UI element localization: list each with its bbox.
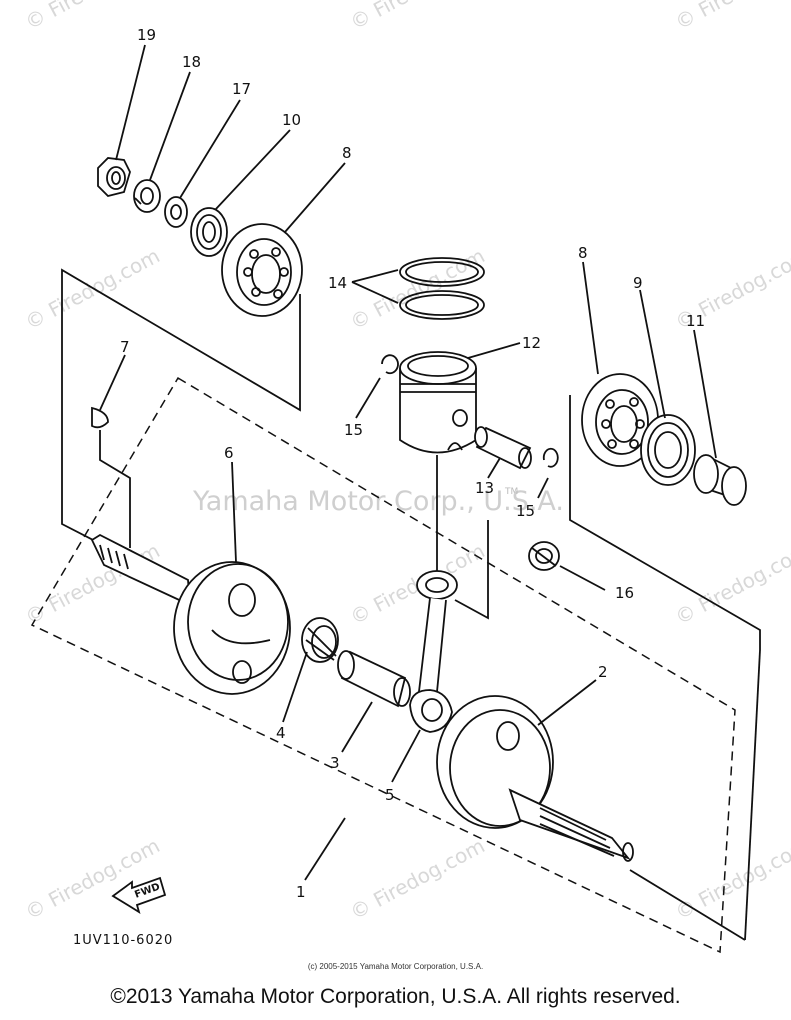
callout-5: 5 (385, 786, 395, 804)
leader-8-left (284, 162, 346, 233)
footer-copyright: ©2013 Yamaha Motor Corporation, U.S.A. A… (110, 985, 681, 1008)
leader-19 (115, 44, 146, 161)
piston-rings-14 (399, 257, 485, 320)
piston-12 (399, 351, 477, 454)
fwd-arrow-icon (111, 876, 167, 914)
center-watermark: Yamaha Motor Corp., U.S.A. (192, 486, 564, 517)
watermark: © Firedog.com (671, 0, 791, 34)
crank-left-6 (90, 533, 291, 695)
watermark: © Firedog.com (671, 538, 791, 629)
leader-15-b (537, 477, 549, 499)
callout-15-b: 15 (516, 502, 535, 520)
callout-12: 12 (522, 334, 541, 352)
leader-1 (304, 817, 346, 881)
leader-11 (693, 329, 717, 459)
callout-3: 3 (330, 754, 340, 772)
callout-14: 14 (328, 274, 347, 292)
leader-bracket-right (569, 395, 761, 650)
leader-bracket-left (61, 268, 301, 561)
leader-8-right (582, 261, 599, 375)
connecting-rod-5 (409, 570, 458, 733)
callout-2: 2 (598, 663, 608, 681)
circlip-15-b (542, 447, 559, 468)
piston-pin-13 (474, 426, 532, 470)
leader-12 (467, 342, 521, 359)
leader-shaft-end (629, 869, 746, 941)
crankshaft-assembly-outline (30, 376, 736, 954)
collar-11 (693, 454, 747, 506)
leader-10 (214, 129, 291, 211)
callout-8-right: 8 (578, 244, 588, 262)
leader-14-a (351, 269, 399, 283)
nut-19 (97, 157, 131, 197)
needle-bearing-16 (528, 541, 560, 571)
watermark: © Firedog.com (346, 0, 489, 34)
leader-pin-rod (454, 520, 489, 620)
lock-washer-18 (133, 179, 161, 213)
leader-13 (487, 457, 501, 479)
callout-16: 16 (615, 584, 634, 602)
leader-16 (559, 565, 606, 591)
oil-seal-9 (640, 414, 696, 486)
callout-19: 19 (137, 26, 156, 44)
leader-17 (179, 99, 241, 199)
circlip-15-a (381, 354, 399, 375)
footer-small-copyright: (c) 2005-2015 Yamaha Motor Corporation, … (307, 962, 484, 971)
bearing-8-left (221, 223, 303, 317)
callout-numbers: 19 18 17 10 8 14 12 7 15 8 9 11 6 13 15 … (120, 26, 705, 901)
leader-18 (149, 71, 191, 181)
watermark: © Firedog.com (21, 833, 164, 924)
watermark: © Firedog.com (346, 833, 489, 924)
callout-8-left: 8 (342, 144, 352, 162)
drawing-layer (30, 44, 761, 954)
leader-4 (282, 651, 308, 723)
trademark-mark: TM (504, 487, 518, 497)
callout-17: 17 (232, 80, 251, 98)
leader-bracket-right-lower (744, 649, 761, 941)
crank-bearing-4 (301, 617, 339, 663)
part-code: 1UV110-6020 (73, 933, 173, 948)
leader-key (99, 430, 131, 548)
bearing-8-right (581, 373, 659, 467)
oil-seal-10 (190, 207, 228, 257)
leader-7 (99, 354, 126, 411)
leader-5 (391, 729, 421, 783)
leader-15-a (355, 377, 381, 419)
leader-6 (231, 461, 237, 563)
callout-4: 4 (276, 724, 286, 742)
callout-1: 1 (296, 883, 306, 901)
leader-9 (639, 289, 666, 419)
callout-9: 9 (633, 274, 643, 292)
watermark: © Firedog.com (671, 833, 791, 924)
callout-6: 6 (224, 444, 234, 462)
crank-pin-3 (337, 650, 411, 708)
callout-13: 13 (475, 479, 494, 497)
leader-2 (537, 679, 597, 726)
callout-18: 18 (182, 53, 201, 71)
leader-14-b (351, 281, 399, 304)
woodruff-key-7 (91, 406, 109, 429)
callout-11: 11 (686, 312, 705, 330)
watermark: © Firedog.com (21, 538, 164, 629)
callout-10: 10 (282, 111, 301, 129)
callout-7: 7 (120, 338, 130, 356)
washer-17 (164, 196, 188, 228)
callout-15-a: 15 (344, 421, 363, 439)
crank-right-2 (436, 695, 634, 862)
leader-3 (341, 701, 373, 753)
